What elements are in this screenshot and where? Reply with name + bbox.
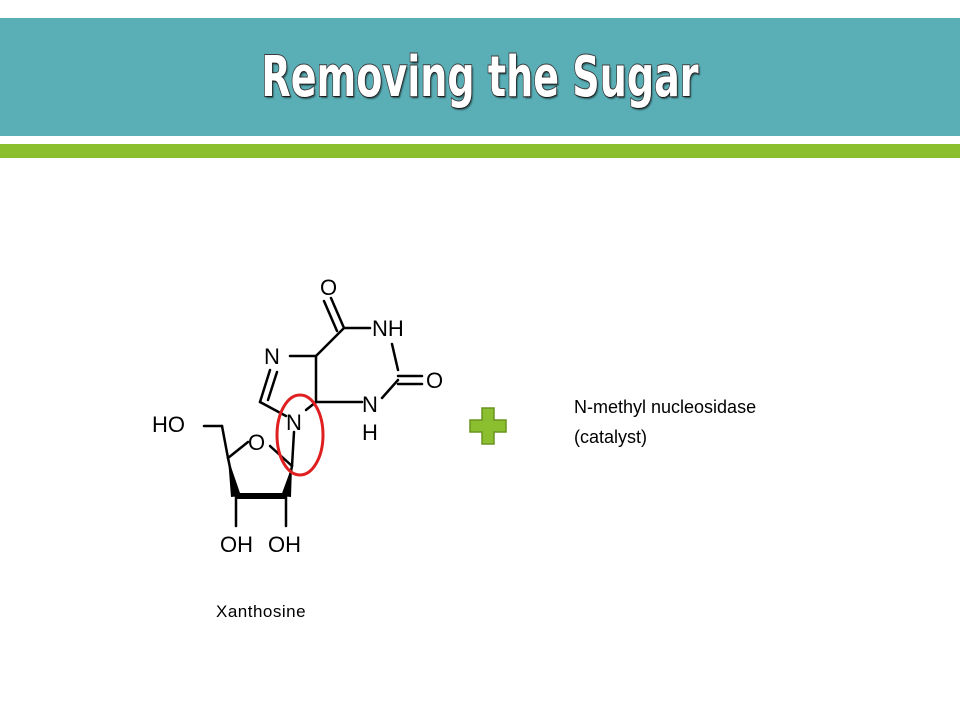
atom-nh-top: NH [372, 316, 404, 341]
atom-n3: N [362, 392, 378, 417]
atom-ho: HO [152, 412, 185, 437]
accent-bar [0, 144, 960, 158]
catalyst-line-1: N-methyl nucleosidase [574, 397, 757, 417]
catalyst-line-2: (catalyst) [574, 427, 648, 447]
atom-h: H [362, 420, 378, 445]
atom-o-ring: O [248, 430, 265, 455]
atom-o-carbonyl: O [320, 275, 337, 300]
xanthosine-structure: O NH N O N H N HO O OH OH [140, 260, 480, 570]
title-band [0, 18, 960, 136]
atom-oh-right: OH [268, 532, 301, 557]
molecule-label: Xanthosine [216, 602, 307, 621]
atom-o-right: O [426, 368, 443, 393]
catalyst-text: N-methyl nucleosidase (catalyst) [574, 392, 756, 452]
plus-icon [468, 406, 508, 446]
slide-title: Removing the Sugar [261, 44, 700, 111]
atom-oh-left: OH [220, 532, 253, 557]
atom-n7: N [264, 344, 280, 369]
highlight-circle [275, 393, 325, 477]
atom-n9: N [286, 410, 302, 435]
